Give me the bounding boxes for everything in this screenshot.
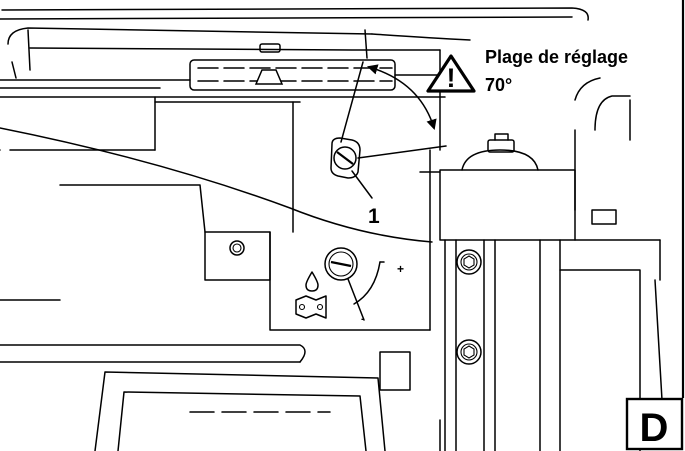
figure-letter-box bbox=[625, 397, 684, 451]
callout-screw-1 bbox=[330, 137, 373, 199]
range-title: Plage de réglage bbox=[485, 47, 628, 67]
oil-tank-cap bbox=[419, 133, 576, 241]
warning-triangle-icon: ! bbox=[426, 54, 476, 93]
minus-sign: - bbox=[361, 313, 365, 325]
chain-icon bbox=[295, 295, 327, 319]
figure-letter: D bbox=[640, 406, 669, 450]
torx-screw-icon bbox=[456, 249, 482, 275]
plus-sign: + bbox=[397, 262, 404, 276]
adjustment-range-indicator bbox=[340, 61, 447, 159]
torx-screw-icon bbox=[456, 339, 482, 365]
range-angle: 70° bbox=[485, 75, 512, 95]
callout-label-1: 1 bbox=[368, 205, 380, 228]
housing-lines bbox=[0, 29, 446, 451]
oil-pump-adjusting-screw bbox=[324, 247, 385, 321]
oil-drop-icon bbox=[305, 271, 319, 292]
mounting-rail bbox=[444, 239, 496, 451]
right-housing bbox=[539, 0, 685, 451]
guide-bar-chain bbox=[0, 43, 441, 91]
warning-mark: ! bbox=[447, 63, 456, 93]
top-cover bbox=[0, 7, 589, 79]
